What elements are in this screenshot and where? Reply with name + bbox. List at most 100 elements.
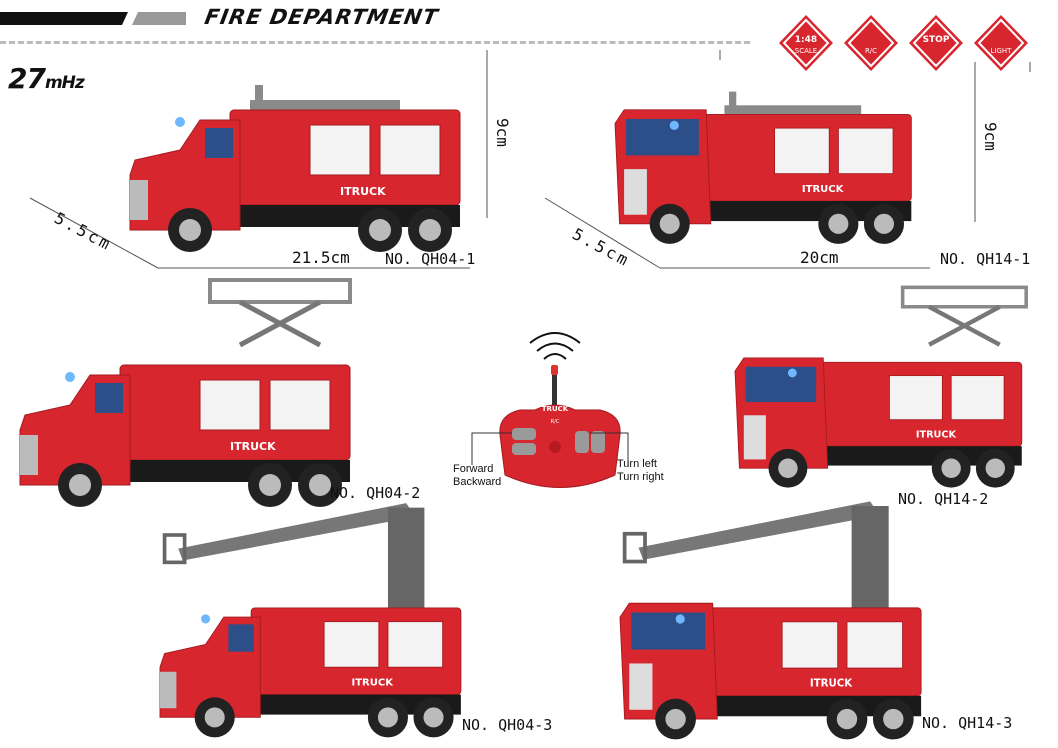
model-label-qh04-1: NO. QH04-1 (385, 250, 476, 268)
grille (20, 435, 38, 475)
rc-signal-icon: R/C (843, 14, 899, 77)
remote-control-image: TRUCK R/C (499, 332, 621, 488)
beacon-light (175, 117, 185, 127)
hubcap (828, 213, 849, 234)
hubcap (377, 707, 398, 728)
beacon-light (669, 120, 679, 130)
nozzle (255, 85, 263, 105)
cab-window (228, 624, 254, 652)
hubcap (883, 708, 904, 730)
truck-logo: ITRUCK (340, 185, 386, 198)
model-label-qh14-1: NO. QH14-1 (940, 250, 1031, 268)
boom-ladder (638, 501, 880, 560)
hubcap (69, 474, 91, 496)
boom-tower (851, 505, 889, 608)
hubcap (836, 708, 858, 730)
backward-button (512, 443, 536, 455)
truck-qh04-2-image: ITRUCK (19, 278, 352, 507)
grille (624, 169, 647, 215)
turn-left-button (575, 431, 589, 453)
power-light (549, 441, 561, 453)
equipment-panel (309, 124, 371, 176)
remote-callout-lines (471, 432, 629, 465)
ladder (724, 105, 862, 117)
scissor-lift (238, 299, 322, 348)
truck-logo: ITRUCK (351, 677, 394, 688)
boom-bucket (162, 533, 187, 565)
light-icon: LIGHT (973, 14, 1029, 77)
length-label-1: 21.5cm (292, 248, 350, 267)
equipment-panel (323, 621, 380, 668)
svg-text:LIGHT: LIGHT (991, 47, 1013, 55)
cab-window (625, 118, 699, 156)
length-label-2: 20cm (800, 248, 839, 267)
cab-window (95, 383, 123, 413)
grille (130, 180, 148, 220)
antenna (552, 367, 557, 412)
equipment-panel (950, 375, 1005, 421)
hubcap (179, 219, 201, 241)
equipment-panel (774, 127, 830, 175)
platform-cage (208, 278, 352, 304)
equipment-panel (387, 621, 444, 668)
hubcap (204, 707, 225, 728)
model-label-qh14-2: NO. QH14-2 (898, 490, 989, 508)
antenna-tip (551, 365, 558, 375)
truck-qh14-3-image: ITRUCK (619, 501, 922, 740)
hubcap (309, 474, 331, 496)
truck-qh14-1-image: ITRUCK (614, 91, 912, 244)
model-label-qh04-2: NO. QH04-2 (330, 484, 421, 502)
model-label-qh04-3: NO. QH04-3 (462, 716, 553, 734)
boom-ladder (178, 503, 416, 561)
frequency-label: 27mHz (8, 62, 85, 95)
truck-logo: ITRUCK (916, 429, 957, 440)
hubcap (941, 458, 961, 478)
truck-qh14-2-image: ITRUCK (734, 285, 1028, 488)
hubcap (778, 458, 798, 478)
equipment-panel (846, 621, 904, 669)
remote-rc: R/C (551, 419, 560, 425)
height-label-1: 9cm (493, 118, 512, 147)
boom-bucket (622, 531, 647, 564)
chassis (818, 446, 1022, 466)
cab-window (631, 612, 706, 650)
hubcap (665, 708, 686, 730)
chassis (708, 695, 922, 717)
grille (743, 415, 766, 460)
height-label-2: 9cm (981, 122, 1000, 151)
truck-qh04-3-image: ITRUCK (159, 503, 462, 738)
beacon-light (201, 614, 211, 624)
nozzle (728, 91, 737, 110)
svg-text:R/C: R/C (865, 47, 877, 55)
hubcap (259, 474, 281, 496)
header-divider (0, 41, 750, 44)
truck-logo: ITRUCK (810, 679, 853, 690)
truck-qh04-1-image: ITRUCK (129, 85, 461, 252)
boom-tower (387, 507, 425, 608)
chassis (251, 694, 461, 715)
grille (629, 663, 653, 710)
turn-right-button (591, 431, 605, 453)
svg-text:STOP: STOP (923, 35, 950, 45)
equipment-panel (837, 127, 894, 175)
hubcap (873, 213, 894, 234)
cab-window (745, 366, 817, 403)
beacon-light (675, 614, 685, 624)
ladder (250, 100, 400, 112)
equipment-panel (781, 621, 839, 669)
hubcap (369, 219, 391, 241)
grille (160, 671, 177, 709)
forward-button (512, 428, 536, 440)
chassis (120, 460, 350, 482)
hubcap (423, 707, 444, 728)
header-stripes (0, 12, 186, 25)
scale-icon: 1:48 SCALE (778, 14, 834, 77)
equipment-panel (199, 379, 261, 431)
cab-window (205, 128, 233, 158)
hubcap (659, 213, 680, 234)
hubcap (985, 458, 1005, 478)
